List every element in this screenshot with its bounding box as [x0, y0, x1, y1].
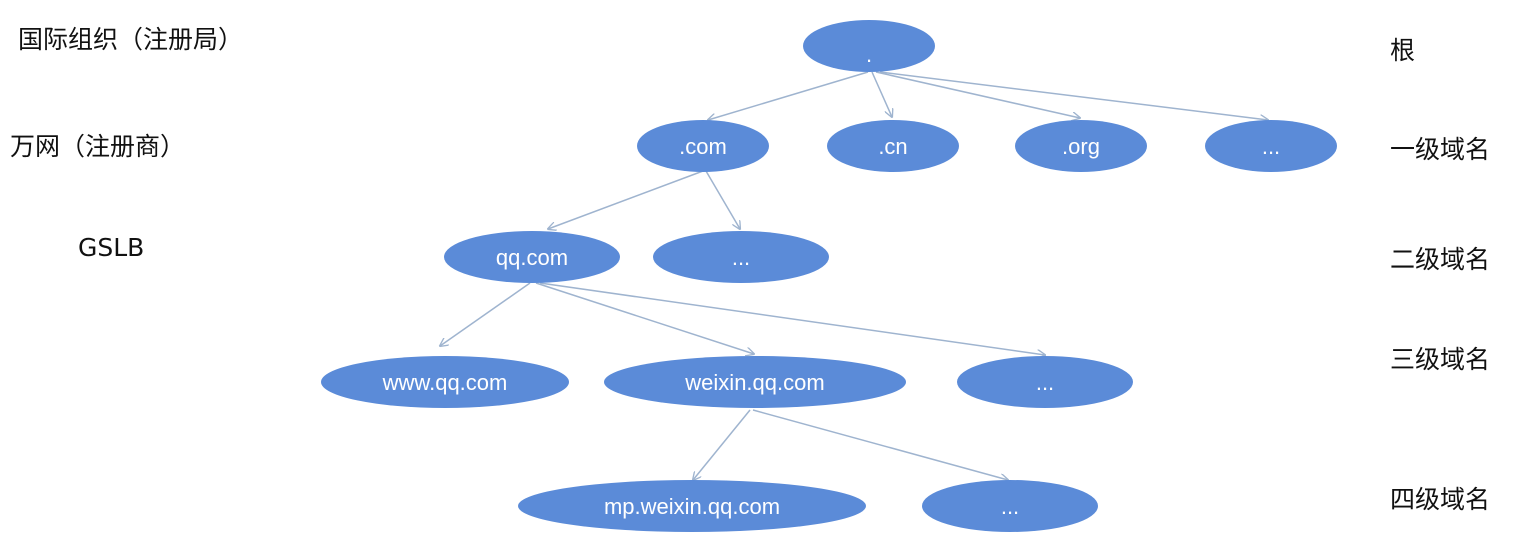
level-label-root: 根	[1390, 36, 1415, 65]
node-org-shape	[1015, 120, 1147, 172]
node-cn-label: .cn	[878, 134, 907, 159]
edge-weixin-more	[752, 409, 1008, 480]
node-qq-label: qq.com	[496, 245, 568, 270]
node-org-label: .org	[1062, 134, 1100, 159]
edge-root-org	[875, 71, 1080, 118]
edge-root-com	[708, 71, 869, 120]
node-weixin[interactable]: weixin.qq.com	[604, 356, 906, 408]
node-com-label: .com	[679, 134, 727, 159]
node-qq-more-shape	[957, 356, 1133, 408]
edge-com-more	[705, 170, 740, 229]
edge-qq-weixin	[535, 282, 754, 354]
edge-qq-more	[539, 282, 1045, 355]
node-com[interactable]: .com	[637, 120, 769, 172]
node-tld-more-label: ...	[1262, 134, 1280, 159]
node-weixin-more-label: ...	[1001, 494, 1019, 519]
node-org[interactable]: .org	[1015, 120, 1147, 172]
level-label-4: 四级域名	[1390, 485, 1490, 514]
node-qq-more-label: ...	[1036, 370, 1054, 395]
node-com-more[interactable]: ...	[653, 231, 829, 283]
node-www-label: www.qq.com	[382, 370, 508, 395]
node-weixin-more[interactable]: ...	[922, 480, 1098, 532]
node-qq-shape	[444, 231, 620, 283]
node-tld-more[interactable]: ...	[1205, 120, 1337, 172]
node-weixin-label: weixin.qq.com	[684, 370, 824, 395]
node-www-shape	[321, 356, 569, 408]
node-mp-label: mp.weixin.qq.com	[604, 494, 780, 519]
node-cn[interactable]: .cn	[827, 120, 959, 172]
level-label-2: 二级域名	[1390, 245, 1490, 274]
edge-root-cn	[871, 71, 892, 117]
left-label-registry: 国际组织（注册局）	[18, 25, 243, 54]
edge-weixin-mp	[693, 409, 751, 480]
node-root[interactable]: .	[803, 20, 935, 72]
node-mp[interactable]: mp.weixin.qq.com	[518, 480, 866, 532]
edge-root-tld-more	[879, 71, 1268, 120]
left-label-registrar: 万网（注册商）	[10, 132, 185, 161]
node-com-more-shape	[653, 231, 829, 283]
edge-qq-www	[440, 282, 531, 346]
node-qq[interactable]: qq.com	[444, 231, 620, 283]
node-root-shape	[803, 20, 935, 72]
edges	[440, 71, 1268, 480]
left-label-gslb: GSLB	[78, 233, 144, 262]
node-www[interactable]: www.qq.com	[321, 356, 569, 408]
node-cn-shape	[827, 120, 959, 172]
node-com-shape	[637, 120, 769, 172]
node-tld-more-shape	[1205, 120, 1337, 172]
node-root-label: .	[866, 42, 872, 67]
level-label-1: 一级域名	[1390, 135, 1490, 164]
node-com-more-label: ...	[732, 245, 750, 270]
node-qq-more[interactable]: ...	[957, 356, 1133, 408]
node-mp-shape	[518, 480, 866, 532]
node-weixin-more-shape	[922, 480, 1098, 532]
node-weixin-shape	[604, 356, 906, 408]
level-label-3: 三级域名	[1390, 345, 1490, 374]
edge-com-qq	[548, 170, 704, 229]
